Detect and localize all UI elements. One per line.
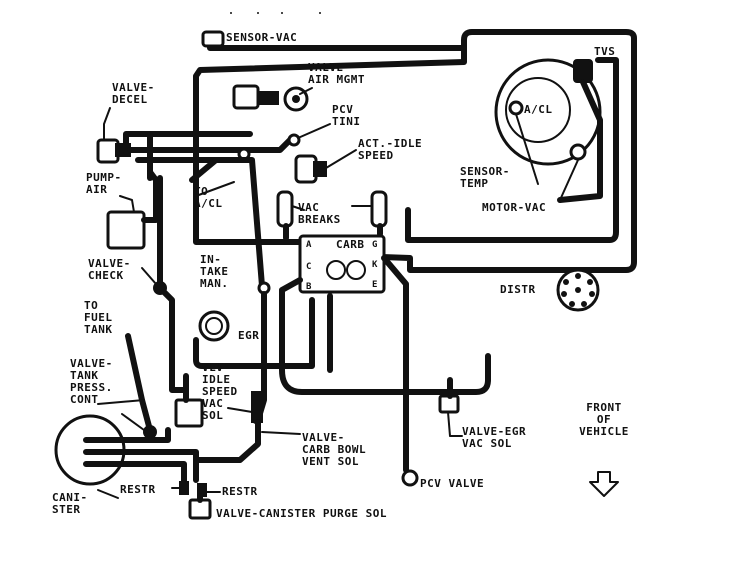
label-restr-right: RESTR: [222, 485, 258, 498]
label-tvs: TVS: [594, 45, 616, 58]
valve-carb-bowl-vent-sol: [251, 391, 263, 423]
hose-to-fuel-tank: [125, 333, 153, 433]
hose-tvs: [557, 79, 603, 203]
valve-tank-press-cont: [143, 425, 157, 439]
hose-right-return: [405, 57, 619, 243]
line-motor-vac-leader: [559, 159, 579, 201]
restrictor-left: [179, 481, 189, 495]
label-sensor-temp: SENSOR- TEMP: [460, 165, 510, 190]
label-pcv-valve: PCV VALVE: [420, 477, 485, 490]
label-valve-egr-vac-sol: VALVE-EGR VAC SOL: [462, 425, 527, 450]
label-pcv-tini: PCV TINI: [332, 103, 361, 128]
line-sensor-temp-leader: [515, 113, 539, 185]
front-of-vehicle-arrow: [589, 471, 619, 497]
label-carb: CARB: [336, 238, 365, 251]
hose-main-loop: [207, 29, 637, 273]
line-valve-decel-leader: [103, 107, 111, 141]
sensor-temp: [508, 100, 524, 116]
label-to-a-cl: TO A/CL: [194, 185, 223, 210]
hose-pump: [141, 169, 159, 223]
label-valve-canister-purge-sol: VALVE-CANISTER PURGE SOL: [216, 507, 387, 520]
vac-break-right: [370, 190, 388, 228]
label-motor-vac: MOTOR-VAC: [482, 201, 547, 214]
valve-air-mgmt-body: [232, 84, 260, 110]
label-sensor-vac: SENSOR-VAC: [226, 31, 298, 44]
label-pump-air: PUMP- AIR: [86, 171, 122, 196]
carb-port-1: [326, 260, 346, 280]
label-vac-breaks: VAC BREAKS: [298, 201, 341, 226]
hose-carb-loop: [279, 277, 491, 395]
air-cleaner-outline: [494, 58, 602, 166]
sensor-vac-box: [201, 30, 225, 48]
valve-air-mgmt-neck: [257, 91, 279, 105]
label-carb-port-b: B: [306, 282, 312, 292]
hose-top-to-airmgmt: [193, 45, 467, 245]
distributor-terminals: [561, 273, 595, 307]
label-valve-air-mgmt: VALVE- AIR MGMT: [308, 61, 365, 86]
hose-canister-2: [83, 449, 199, 483]
hose-carb-right: [381, 255, 409, 473]
label-carb-port-c: C: [306, 262, 312, 272]
hose-decel: [123, 131, 253, 155]
air-pump: [106, 210, 146, 250]
label-valve-decel: VALVE- DECEL: [112, 81, 155, 106]
label-carb-port-g: G: [372, 240, 378, 250]
hose-canister-3: [83, 461, 187, 491]
label-vlv-idle-speed-vac-sol: VLV- IDLE SPEED VAC SOL: [202, 361, 238, 422]
label-a-cl: A/CL: [524, 103, 553, 116]
label-distr: DISTR: [500, 283, 536, 296]
hose-to-a-cl: [189, 157, 265, 289]
pcv-tini-fitting: [287, 133, 301, 147]
egr-valve: [198, 310, 230, 342]
hose-decel-2: [127, 135, 295, 153]
label-canister: CANI- STER: [52, 491, 88, 516]
label-restr-left: RESTR: [120, 483, 156, 496]
label-carb-port-k: K: [372, 260, 378, 270]
pcv-valve: [401, 469, 419, 487]
stray-dots: [230, 12, 321, 14]
motor-vac: [569, 143, 587, 161]
vlv-idle-speed-vac-sol: [174, 398, 204, 428]
vac-break-left: [276, 190, 294, 228]
label-egr: EGR: [238, 329, 260, 342]
carb-port-2: [346, 260, 366, 280]
label-intake-man: IN- TAKE MAN.: [200, 253, 229, 290]
label-valve-carb-bowl-vent-sol: VALVE- CARB BOWL VENT SOL: [302, 431, 367, 468]
label-carb-port-a: A: [306, 240, 312, 250]
label-to-fuel-tank: TO FUEL TANK: [84, 299, 113, 336]
hose-canister-1: [83, 427, 171, 443]
label-carb-port-e: E: [372, 280, 378, 290]
tvs-valve: [573, 59, 593, 83]
label-valve-tank-press-cont: VALVE- TANK PRESS. CONT: [70, 357, 113, 406]
label-act-idle-speed: ACT.-IDLE SPEED: [358, 137, 423, 162]
a-cl-inner: [505, 77, 571, 143]
label-front-of-vehicle: FRONT OF VEHICLE: [579, 401, 629, 438]
label-valve-check: VALVE- CHECK: [88, 257, 131, 282]
